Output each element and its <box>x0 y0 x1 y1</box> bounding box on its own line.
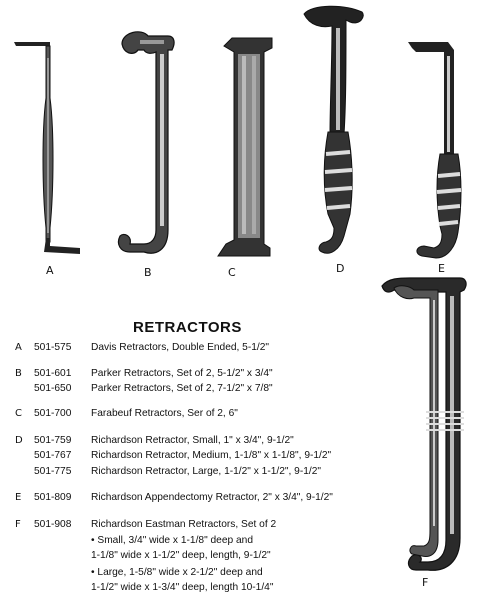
instrument-d: D <box>300 4 380 275</box>
entry-letter: F <box>15 519 21 530</box>
entry-letter: D <box>15 435 23 446</box>
instrument-b: B <box>112 30 182 279</box>
entry-letter: B <box>15 368 22 379</box>
entry-code: 501-809 <box>34 492 72 503</box>
entry-code: 501-908 <box>34 519 72 530</box>
note-line: • Small, 3/4" wide x 1-1/8" deep and <box>91 535 254 546</box>
note-line: 1-1/8" wide x 1-1/2" deep, length, 9-1/2… <box>91 550 271 561</box>
entry-letter: E <box>15 492 22 503</box>
note-line: 1-1/2" wide x 1-3/4" deep, length 10-1/4… <box>91 582 274 593</box>
entry-code: 501-775 <box>34 466 72 477</box>
richardson-retractor-icon <box>303 5 364 254</box>
instrument-label-f: F <box>422 576 429 589</box>
davis-retractor-icon <box>14 42 80 254</box>
entry-letter: A <box>15 342 22 353</box>
instrument-label-d: D <box>336 262 345 275</box>
instrument-label-b: B <box>144 266 152 279</box>
entry-description: Davis Retractors, Double Ended, 5-1/2" <box>91 342 270 353</box>
entry-description: Parker Retractors, Set of 2, 5-1/2" x 3/… <box>91 368 273 379</box>
richardson-appendectomy-retractor-icon <box>408 42 462 259</box>
richardson-eastman-retractor-icon <box>381 277 467 571</box>
instrument-label-a: A <box>46 264 54 277</box>
instrument-f: F <box>380 276 470 589</box>
entry-description: Richardson Retractor, Large, 1-1/2" x 1-… <box>91 466 321 477</box>
instrument-a: A <box>8 38 88 277</box>
note-line: • Large, 1-5/8" wide x 2-1/2" deep and <box>91 567 263 578</box>
entry-code: 501-650 <box>34 383 72 394</box>
entry-code: 501-700 <box>34 408 72 419</box>
entry-code: 501-601 <box>34 368 72 379</box>
entry-description: Richardson Retractor, Small, 1" x 3/4", … <box>91 435 294 446</box>
entry-description: Parker Retractors, Set of 2, 7-1/2" x 7/… <box>91 383 273 394</box>
entry-code: 501-759 <box>34 435 72 446</box>
parker-retractor-icon <box>117 31 175 254</box>
entry-description: Richardson Appendectomy Retractor, 2" x … <box>91 492 333 503</box>
instrument-e: E <box>404 36 470 275</box>
entry-code: 501-575 <box>34 342 72 353</box>
entry-code: 501-767 <box>34 450 72 461</box>
instrument-label-e: E <box>438 262 445 275</box>
instrument-c: C <box>212 34 282 279</box>
entry-letter: C <box>15 408 22 419</box>
instrument-label-c: C <box>228 266 236 279</box>
entry-description: Richardson Retractor, Medium, 1-1/8" x 1… <box>91 450 332 461</box>
entry-description: Farabeuf Retractors, Ser of 2, 6" <box>91 408 238 419</box>
entry-description: Richardson Eastman Retractors, Set of 2 <box>91 519 277 530</box>
farabeuf-retractor-icon <box>217 37 273 257</box>
catalog-title: RETRACTORS <box>133 319 242 336</box>
